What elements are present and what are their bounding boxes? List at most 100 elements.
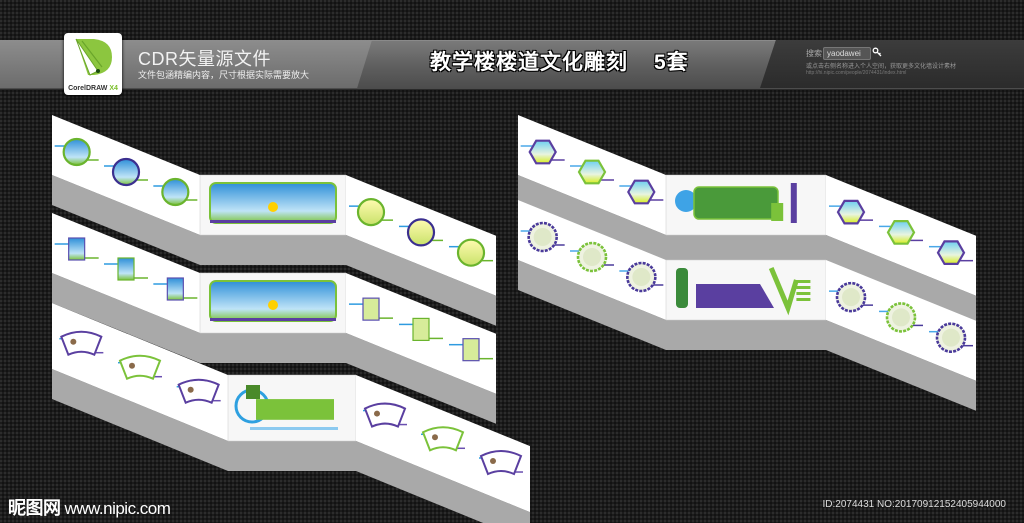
circle-badge: [456, 238, 486, 267]
left-item-2: [570, 159, 614, 185]
wall-round-seal-panels: [518, 200, 976, 411]
right-item-1: [829, 281, 873, 313]
motto-board: [693, 186, 779, 220]
circle-badge: [161, 177, 190, 207]
document-card: [412, 317, 430, 342]
center-panel-motto-panel-water: [234, 385, 338, 430]
left-item-3: [153, 277, 198, 301]
round-seal-inner: [583, 248, 601, 266]
fan-frame: [177, 378, 220, 405]
left-item-2: [104, 257, 148, 281]
base-line: [250, 427, 338, 430]
search-hint: 或点击右侧名称进入个人空间，获取更多文化墙设计素材: [806, 64, 957, 70]
portrait: [129, 362, 135, 369]
header-banner-left: [0, 40, 372, 88]
right-item-3: [449, 338, 493, 362]
round-seal-inner: [842, 288, 860, 307]
left-item-1: [520, 221, 565, 253]
search-input[interactable]: [823, 47, 871, 60]
left-item-3: [619, 261, 664, 293]
right-item-1: [829, 199, 873, 225]
sun-flower-icon: [268, 300, 278, 310]
left-item-3: [619, 179, 664, 205]
site-logo: 昵图网: [8, 498, 61, 518]
side-tile: [771, 203, 784, 221]
banner-trim: [210, 318, 336, 321]
left-item-2: [118, 354, 162, 381]
site-url: www.nipic.com: [64, 499, 171, 518]
center-panel-sky-banner-kids: [209, 280, 337, 322]
fan-frame: [60, 330, 103, 357]
side-pillar: [790, 183, 797, 223]
right-item-2: [879, 220, 923, 245]
char-pillar-qinfen: [676, 268, 688, 308]
portrait: [187, 386, 194, 393]
step-bar: [796, 280, 811, 283]
right-item-3: [449, 238, 493, 267]
fan-frame: [118, 354, 162, 381]
round-seal-inner: [632, 268, 651, 286]
step-bar: [796, 292, 811, 295]
right-item-3: [929, 240, 973, 265]
document-card: [117, 257, 135, 281]
wall-ledge: [518, 175, 976, 326]
left-item-2: [570, 241, 614, 273]
search-key-icon[interactable]: [872, 47, 882, 57]
round-seal-inner: [892, 308, 910, 327]
brand-title: CDR矢量源文件: [138, 49, 271, 69]
right-item-2: [421, 426, 465, 452]
wall-document-panels: [52, 213, 496, 424]
wall-ledge: [518, 260, 976, 411]
wall-fan-panels: [52, 303, 530, 523]
motto-band: [696, 284, 774, 308]
fan-frame: [363, 402, 407, 428]
step-bar: [796, 286, 811, 289]
step-bar: [796, 298, 811, 301]
circle-badge: [406, 218, 436, 247]
wall-ledge: [52, 273, 496, 424]
wall-ledge: [52, 369, 530, 523]
right-item-3: [929, 322, 973, 353]
char-tile: [246, 385, 260, 399]
hexagon-badge: [836, 199, 866, 225]
circle-badge: [111, 157, 141, 187]
portrait: [490, 458, 496, 465]
left-item-3: [153, 177, 198, 207]
left-item-1: [54, 237, 99, 261]
document-card: [362, 297, 380, 321]
left-item-1: [520, 139, 565, 165]
center-panel-motto-panel-bo: [675, 183, 797, 223]
right-item-2: [399, 218, 443, 247]
round-seal-inner: [942, 328, 960, 347]
circle-badge: [356, 198, 386, 227]
coreldraw-pen-icon: [75, 38, 112, 76]
image-id: ID:2074431 NO:20170912152405944000: [822, 499, 1007, 510]
hexagon-badge: [936, 240, 966, 265]
portrait: [374, 410, 380, 417]
right-item-3: [479, 450, 523, 476]
right-item-2: [879, 302, 923, 333]
bamboo-figure: [768, 267, 799, 316]
profile-link[interactable]: http://hi.nipic.com/people/2074431/index…: [806, 70, 907, 76]
right-item-2: [399, 317, 443, 342]
right-item-1: [363, 402, 407, 428]
left-item-2: [104, 157, 148, 187]
right-item-1: [349, 198, 393, 227]
char-circle-bo: [675, 190, 697, 212]
document-card: [462, 338, 480, 362]
portrait: [432, 434, 438, 441]
circle-badge: [62, 137, 91, 167]
center-panel-sky-banner: [209, 182, 337, 224]
wall-ledge: [52, 175, 496, 326]
header-banner-right: [760, 40, 1024, 88]
right-item-1: [349, 297, 393, 321]
left-item-3: [176, 378, 221, 405]
round-seal-inner: [533, 228, 552, 246]
logo-text-version: X4: [109, 85, 118, 92]
document-card: [68, 237, 86, 261]
portrait: [70, 338, 77, 345]
hexagon-badge: [627, 179, 656, 205]
